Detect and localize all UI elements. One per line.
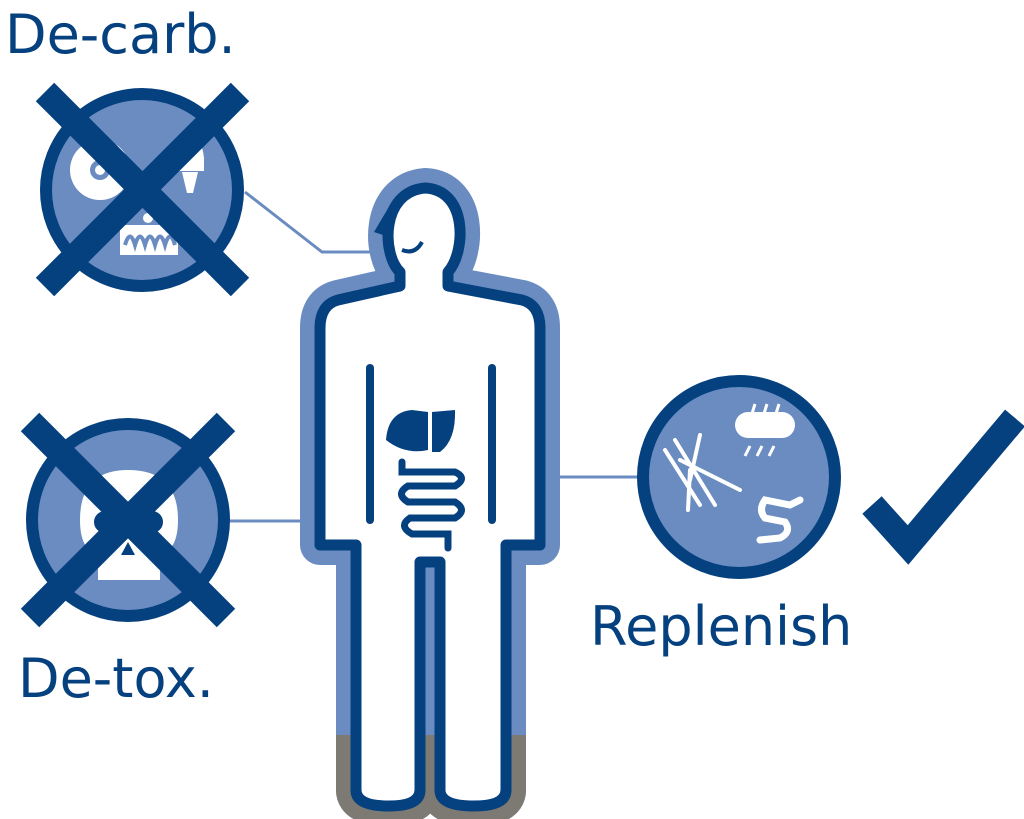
checkmark-icon bbox=[862, 409, 1024, 565]
detox-label: De-tox. bbox=[18, 647, 214, 710]
nose-icon bbox=[374, 205, 392, 238]
bacteria-icon bbox=[735, 403, 795, 457]
mouth-icon bbox=[401, 240, 424, 254]
intestine-icon bbox=[398, 458, 465, 552]
fiber-icon bbox=[663, 433, 742, 512]
worm-bacteria-icon bbox=[756, 496, 804, 544]
replenish-badge bbox=[637, 375, 841, 579]
replenish-label: Replenish bbox=[590, 595, 853, 658]
decarb-label: De-carb. bbox=[5, 3, 236, 66]
cross-out-icon bbox=[20, 412, 236, 628]
detox-badge bbox=[20, 412, 236, 628]
liver-icon bbox=[386, 410, 456, 452]
cross-out-icon bbox=[35, 82, 250, 297]
human-body bbox=[320, 188, 540, 806]
decarb-badge bbox=[35, 82, 250, 297]
